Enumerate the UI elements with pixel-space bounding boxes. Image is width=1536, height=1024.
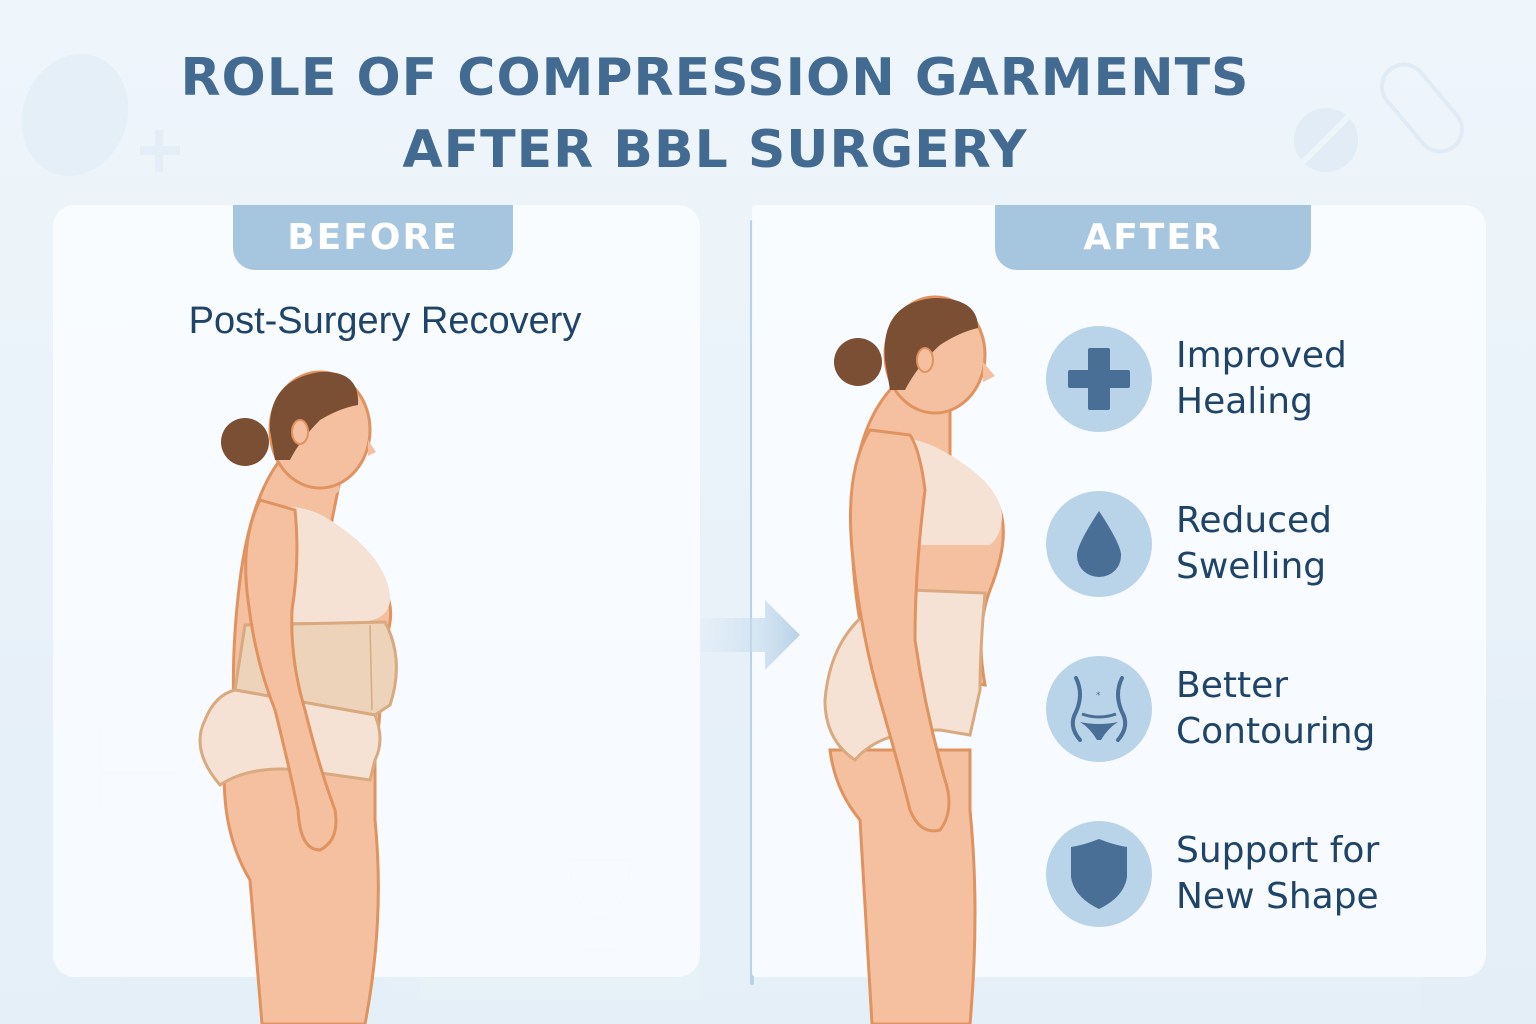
- page-title: ROLE OF COMPRESSION GARMENTS AFTER BBL S…: [0, 42, 1430, 186]
- benefit-better-contouring: * Better Contouring: [1046, 656, 1375, 762]
- medical-cross-icon: [1046, 326, 1152, 432]
- blob-decoration: [21, 54, 129, 176]
- title-line-2: AFTER BBL SURGERY: [402, 120, 1028, 180]
- arrow-right-icon: [700, 600, 800, 670]
- benefit-label: Improved Healing: [1176, 335, 1347, 422]
- title-line-1: ROLE OF COMPRESSION GARMENTS: [180, 48, 1250, 108]
- svg-text:*: *: [1096, 691, 1101, 701]
- water-drop-icon: [1046, 491, 1152, 597]
- plus-decoration-icon: [140, 130, 180, 172]
- after-tab: AFTER: [995, 205, 1311, 270]
- after-figure-illustration: [823, 295, 1005, 1024]
- before-tab: BEFORE: [233, 205, 513, 270]
- pill-decoration-icon: [1294, 62, 1464, 172]
- benefit-label: Support for New Shape: [1176, 830, 1380, 917]
- benefit-support-new-shape: Support for New Shape: [1046, 821, 1379, 927]
- before-figure-illustration: [198, 370, 398, 1024]
- benefit-label: Reduced Swelling: [1176, 500, 1333, 587]
- benefit-reduced-swelling: Reduced Swelling: [1046, 491, 1332, 597]
- before-subtitle: Post-Surgery Recovery: [188, 300, 582, 342]
- body-contour-icon: *: [1046, 656, 1152, 762]
- benefit-label: Better Contouring: [1176, 665, 1376, 752]
- benefit-improved-healing: Improved Healing: [1046, 326, 1347, 432]
- shield-icon: [1046, 821, 1152, 927]
